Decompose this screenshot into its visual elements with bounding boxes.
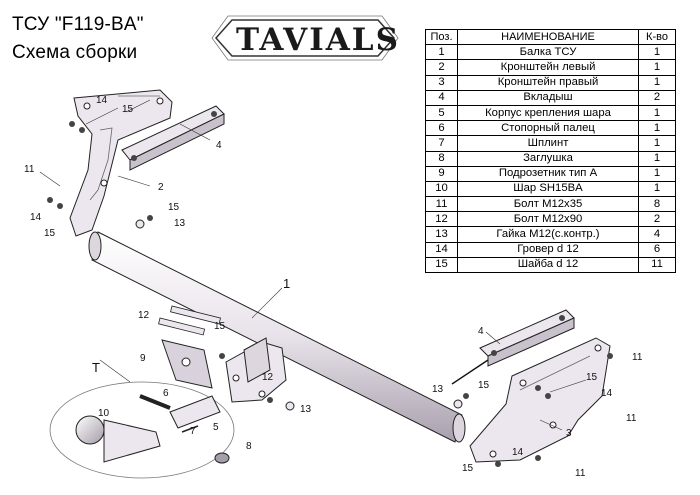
diagram-title: ТСУ "F119-BA" [12,14,144,35]
callout-label: 15 [462,463,474,474]
col-header-qty: К-во [638,28,676,46]
callout-label: 11 [24,164,35,175]
row-name: Корпус крепления шара [457,104,639,122]
callout-label: 11 [626,413,637,424]
callout-label: 6 [163,388,169,399]
callout-label: 4 [478,326,484,337]
row-name: Шайба d 12 [457,256,639,274]
row-pos: 12 [425,211,458,228]
callout-label: 15 [44,228,56,239]
callout-label: 10 [98,408,110,419]
callout-label: 1 [283,276,290,291]
diagram-subtitle: Схема сборки [12,42,138,63]
callout-labels: 1234456789101111111112121313131414141415… [24,95,643,479]
callout-label: 11 [632,352,643,363]
fasteners [47,121,613,467]
callout-label: 11 [575,468,586,479]
callout-label: 13 [432,384,444,395]
callout-label: 2 [158,182,164,193]
socket-bracket [161,339,213,389]
callout-label: 14 [30,212,42,223]
right-insert [451,309,575,385]
row-qty: 11 [638,256,676,274]
ball-mount-assembly [49,381,235,479]
long-bolts [158,305,221,336]
logo-text: TAVIALS [236,22,400,58]
hitch-plate [225,337,287,403]
logo-frame [211,15,399,61]
callout-label: 12 [262,372,274,383]
row-name: Гайка М12(с.контр.) [457,226,639,243]
callout-label: 15 [586,372,598,383]
callout-label: 15 [168,202,180,213]
callout-label: 4 [216,140,222,151]
callout-label: 13 [300,404,312,415]
row-qty: 1 [638,59,676,76]
callout-label: 14 [96,95,108,106]
callout-label: 15 [214,321,226,332]
callout-label: 14 [512,447,524,458]
callout-label: 8 [246,441,252,452]
callout-label: T [92,360,100,375]
callout-label: 3 [566,428,572,439]
left-bracket [69,89,173,237]
callout-label: 7 [190,426,196,437]
tow-beam [88,231,466,443]
row-pos: 15 [425,256,458,274]
callout-label: 15 [122,104,134,115]
callout-label: 13 [174,218,186,229]
leader-lines [39,95,587,431]
right-bracket [469,337,611,463]
left-insert [121,105,225,171]
callout-label: 5 [213,422,219,433]
callout-label: 15 [478,380,490,391]
callout-label: 9 [140,353,146,364]
callout-label: 14 [601,388,613,399]
row-qty: 1 [638,120,676,137]
brand-logo: TAVIALS [210,12,400,64]
col-header-pos: Поз. [425,28,458,46]
callout-label: 12 [138,310,150,321]
row-pos: 10 [425,180,458,198]
